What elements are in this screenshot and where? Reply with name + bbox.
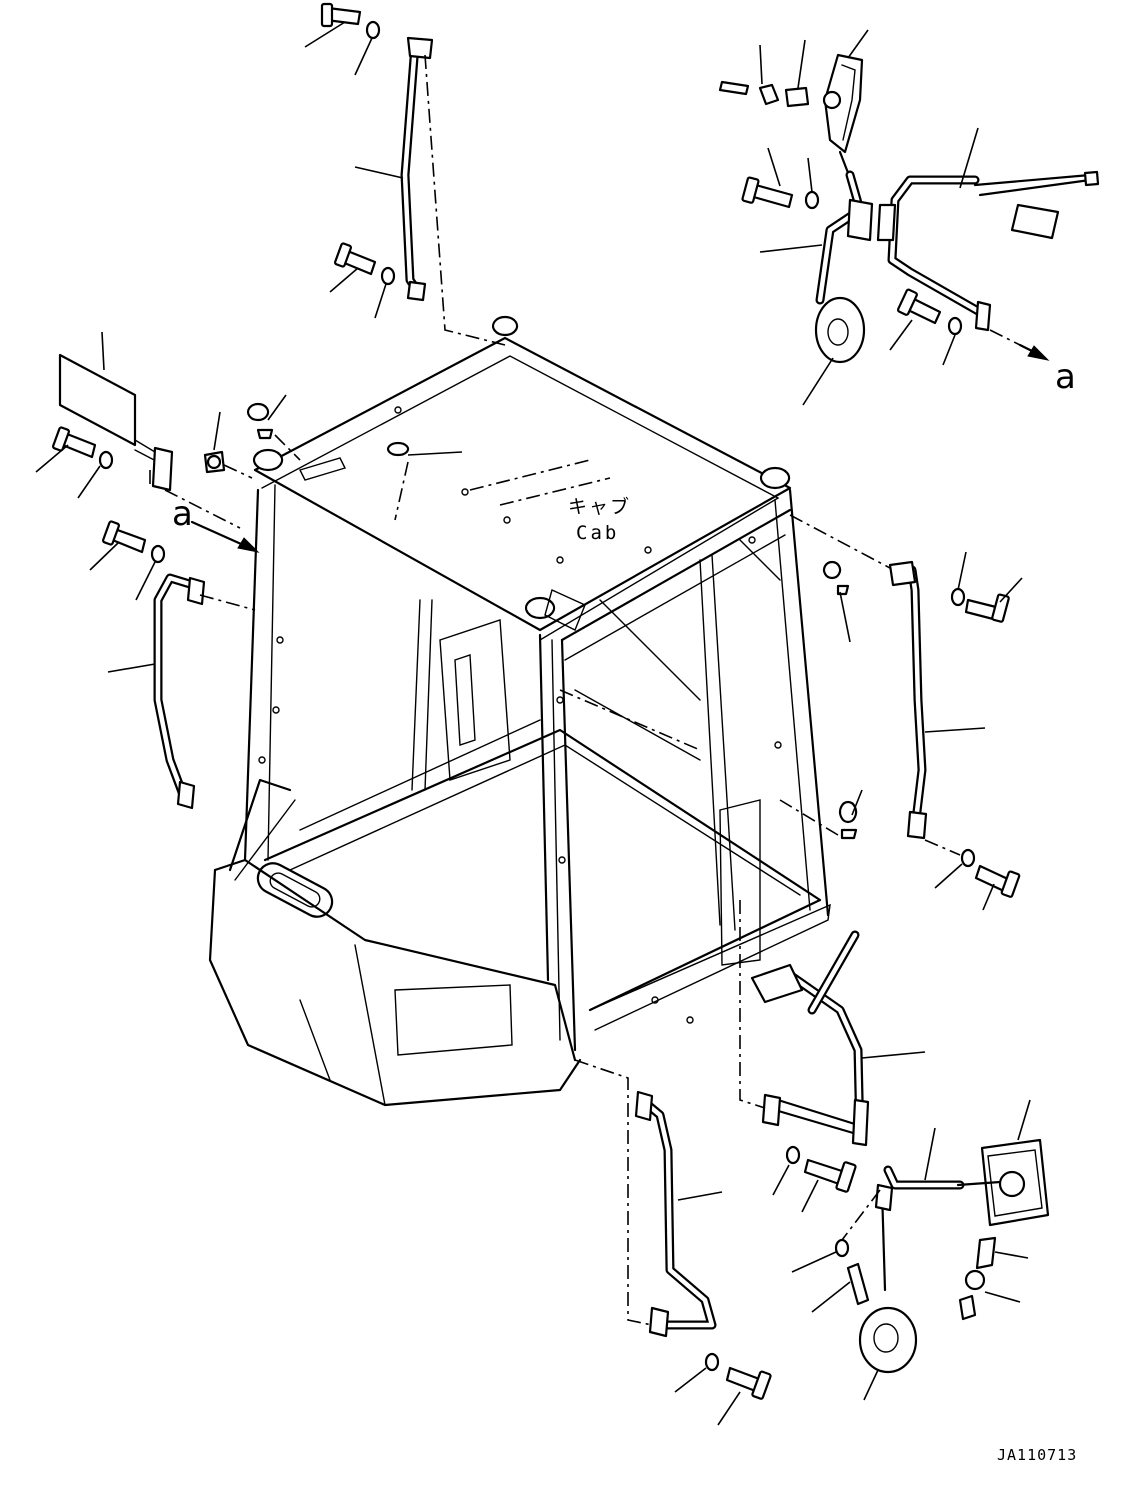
left-handrail xyxy=(89,520,256,810)
view-marker-left-label: a xyxy=(172,494,193,534)
cab-label-japanese: キャブ xyxy=(568,495,631,518)
upper-right-mirror-assembly: a xyxy=(718,29,1100,406)
cab-frame xyxy=(208,315,831,1107)
cab-label-english: Cab xyxy=(576,522,619,544)
drawing-code: JA110713 xyxy=(997,1446,1077,1464)
top-grab-rail xyxy=(304,2,506,346)
view-marker-top-label: a xyxy=(1055,357,1076,397)
lower-front-handrail xyxy=(574,1059,772,1426)
right-rear-handrail xyxy=(789,514,1023,911)
lower-right-mirrors xyxy=(791,1099,1050,1401)
left-plate-bracket xyxy=(35,331,241,529)
lower-right-mirror-stay xyxy=(739,900,926,1213)
view-marker-left: a xyxy=(172,494,260,553)
roof-fasteners xyxy=(203,394,463,521)
side-knobs xyxy=(559,560,863,840)
